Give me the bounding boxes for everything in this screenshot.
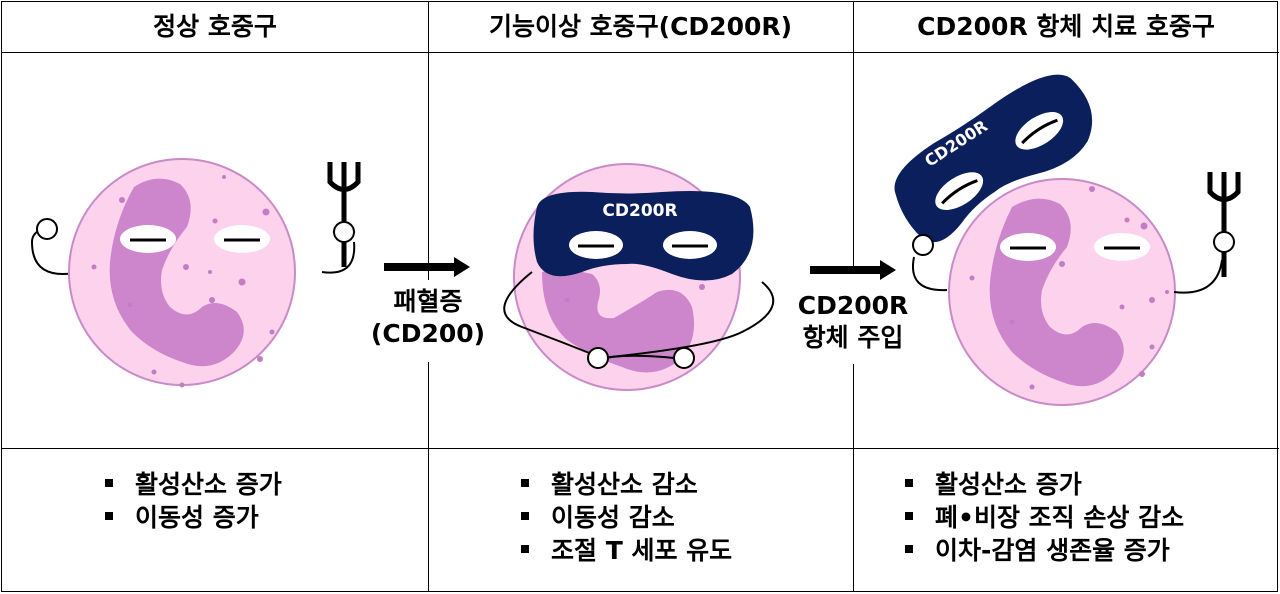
arrow-sepsis [384, 257, 470, 277]
list-item: 이차-감염 생존율 증가 [905, 534, 1184, 567]
antibody-treated-neutrophil: CD200R [894, 74, 1241, 406]
header-divider [2, 52, 1279, 53]
left-hand [912, 234, 934, 256]
granules [969, 186, 1169, 390]
transition-line1: CD200R [797, 291, 909, 320]
footer-divider [2, 448, 1279, 449]
panel-title-normal: 정상 호중구 [153, 12, 277, 41]
left-arm [30, 229, 81, 275]
antibody-effects-list: 활성산소 증가 폐•비장 조직 손상 감소 이차-감염 생존율 증가 [905, 468, 1184, 567]
transition-line2: 항체 주입 [802, 323, 904, 352]
right-hand [673, 347, 695, 369]
list-item: 활성산소 감소 [521, 468, 732, 501]
transition-sepsis-label: 패혈증 (CD200) [368, 286, 488, 350]
list-item: 이동성 증가 [105, 501, 282, 534]
panel-title-antibody-treated: CD200R 항체 치료 호중구 [917, 12, 1215, 41]
normal-neutrophil [30, 158, 361, 388]
column-divider-2-top [853, 2, 854, 274]
nucleus [542, 269, 695, 373]
left-hand [587, 347, 609, 369]
arrow-antibody [810, 260, 896, 280]
granules [91, 175, 275, 388]
dysfunctional-neutrophil: CD200R [503, 163, 775, 391]
left-arm [912, 256, 948, 292]
list-item: 폐•비장 조직 손상 감소 [905, 501, 1184, 534]
list-item: 활성산소 증가 [905, 468, 1184, 501]
column-divider-1-bottom [428, 362, 429, 592]
column-divider-2-bottom [853, 364, 854, 592]
right-hand [333, 221, 355, 243]
column-divider-1-top [428, 2, 429, 280]
removed-cd200r-mask [894, 74, 1093, 243]
list-item: 활성산소 증가 [105, 468, 282, 501]
normal-effects-list: 활성산소 증가 이동성 증가 [105, 468, 282, 534]
bound-arm-left [503, 271, 603, 359]
transition-line1: 패혈증 [393, 287, 463, 316]
transition-line2: (CD200) [370, 319, 486, 348]
left-hand [36, 218, 58, 240]
list-item: 조절 T 세포 유도 [521, 534, 732, 567]
panel-title-dysfunctional: 기능이상 호중구(CD200R) [488, 12, 793, 41]
bound-arm-right [599, 281, 775, 359]
list-item: 이동성 감소 [521, 501, 732, 534]
fork-icon [1207, 172, 1241, 277]
mask-label: CD200R [602, 201, 677, 221]
right-arm [321, 241, 356, 274]
transition-antibody-label: CD200R 항체 주입 [788, 290, 918, 354]
right-arm [1173, 259, 1223, 294]
right-hand [1213, 231, 1235, 253]
dysfunctional-effects-list: 활성산소 감소 이동성 감소 조절 T 세포 유도 [521, 468, 732, 567]
